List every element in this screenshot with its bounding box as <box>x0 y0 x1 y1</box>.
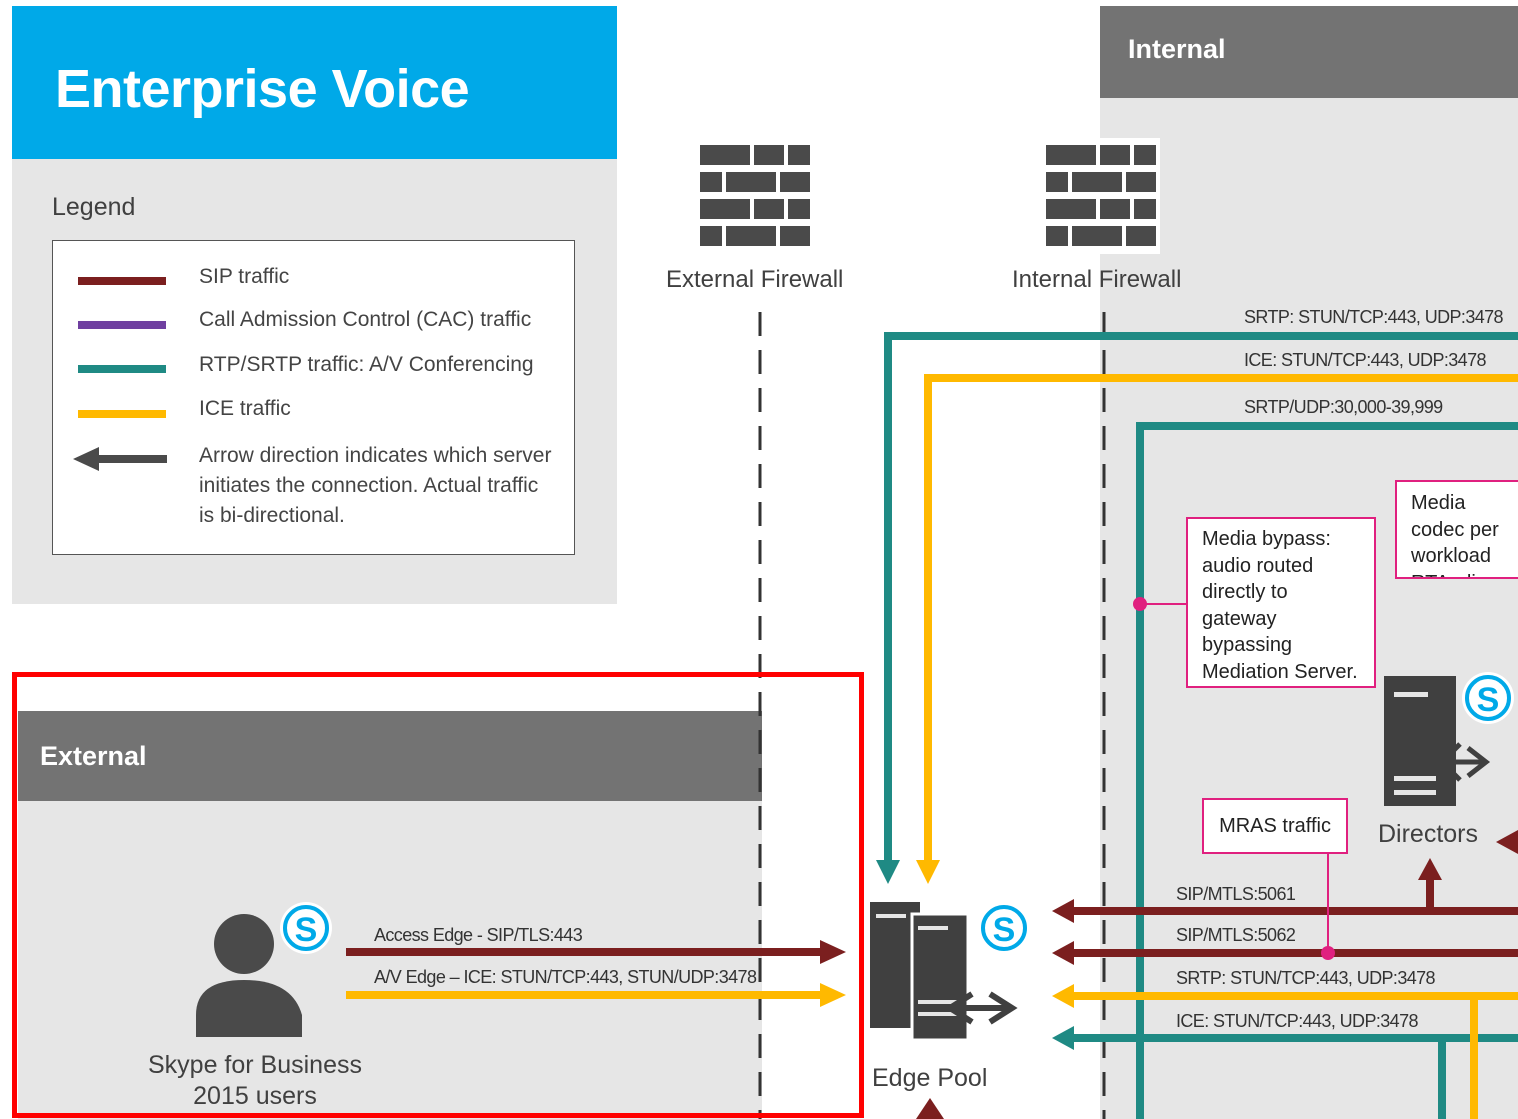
svg-text:S: S <box>993 911 1016 949</box>
srtp-bottom-arrowhead <box>1052 984 1074 1008</box>
ice-bottom-label: ICE: STUN/TCP:443, UDP:3478 <box>1176 1011 1419 1031</box>
legend-swatch-ice <box>78 410 166 418</box>
srtp-top-arrowhead <box>876 860 900 884</box>
skype-icon-directors: S <box>1462 672 1514 724</box>
title-banner <box>12 6 617 159</box>
external-firewall-label: External Firewall <box>666 266 844 293</box>
users-label: Skype for Business 2015 users <box>148 1051 362 1110</box>
external-zone-header <box>18 711 762 801</box>
mras-callout: MRAS traffic <box>1202 798 1348 854</box>
legend-arrow-icon <box>73 447 167 471</box>
directors-left-arrowhead <box>1496 830 1518 854</box>
ice-top-arrowhead <box>916 860 940 884</box>
skype-icon-edge-pool: S <box>978 902 1030 954</box>
legend-swatch-sip <box>78 277 166 285</box>
sip-5062-arrowhead <box>1052 941 1074 965</box>
sip-5062-label: SIP/MTLS:5062 <box>1176 925 1296 945</box>
media-bypass-dot <box>1133 597 1147 611</box>
user-icon <box>196 914 302 1037</box>
legend-box: SIP traffic Call Admission Control (CAC)… <box>52 240 575 555</box>
edge-pool-bottom-arrowhead <box>916 1098 944 1119</box>
legend-label-rtp: RTP/SRTP traffic: A/V Conferencing <box>199 353 534 376</box>
srtp-top-line <box>884 332 1518 862</box>
legend-label-ice: ICE traffic <box>199 397 291 420</box>
srtp-bottom-label: SRTP: STUN/TCP:443, UDP:3478 <box>1176 968 1436 988</box>
page-title: Enterprise Voice <box>55 59 470 119</box>
sip-5061-label: SIP/MTLS:5061 <box>1176 884 1296 904</box>
av-edge-label: A/V Edge – ICE: STUN/TCP:443, STUN/UDP:3… <box>374 967 757 987</box>
svg-text:S: S <box>1477 681 1500 719</box>
internal-firewall-icon <box>1046 145 1156 246</box>
legend-label-cac: Call Admission Control (CAC) traffic <box>199 308 532 331</box>
internal-zone-title: Internal <box>1128 34 1226 64</box>
media-bypass-callout: Media bypass: audio routed directly to g… <box>1186 517 1376 688</box>
internal-zone-header <box>1100 6 1518 98</box>
external-firewall-icon <box>700 145 810 246</box>
edge-pool-server-icon <box>870 902 1018 1042</box>
srtp-top-label: SRTP: STUN/TCP:443, UDP:3478 <box>1244 307 1504 327</box>
external-zone-title: External <box>40 741 147 771</box>
legend-arrow-note: Arrow direction indicates which server i… <box>199 444 552 527</box>
ice-top-line <box>924 374 1518 862</box>
skype-icon-user: S <box>280 902 332 954</box>
legend-label-sip: SIP traffic <box>199 265 290 288</box>
directors-label: Directors <box>1378 820 1479 848</box>
directors-up-arrowhead <box>1418 858 1442 880</box>
legend-swatch-cac <box>78 321 166 329</box>
edge-pool-label: Edge Pool <box>872 1064 988 1092</box>
highlight-frame <box>12 672 864 1118</box>
ice-top-label: ICE: STUN/TCP:443, UDP:3478 <box>1244 350 1487 370</box>
access-edge-label: Access Edge - SIP/TLS:443 <box>374 925 583 945</box>
media-codec-callout: Media codec per workload RTAudio, G. <box>1395 480 1518 579</box>
access-edge-arrowhead <box>820 940 846 964</box>
srtp-udp-label: SRTP/UDP:30,000-39,999 <box>1244 397 1443 417</box>
legend-heading: Legend <box>52 193 136 221</box>
legend-swatch-rtp <box>78 365 166 373</box>
internal-firewall-label: Internal Firewall <box>1012 266 1182 293</box>
srtp-udp-line <box>1136 422 1518 1119</box>
sip-5061-arrowhead <box>1052 899 1074 923</box>
ice-bottom-arrowhead <box>1052 1026 1074 1050</box>
svg-text:S: S <box>295 911 318 949</box>
directors-server-icon <box>1384 676 1491 806</box>
av-edge-arrowhead <box>820 983 846 1007</box>
mras-dot <box>1321 946 1335 960</box>
